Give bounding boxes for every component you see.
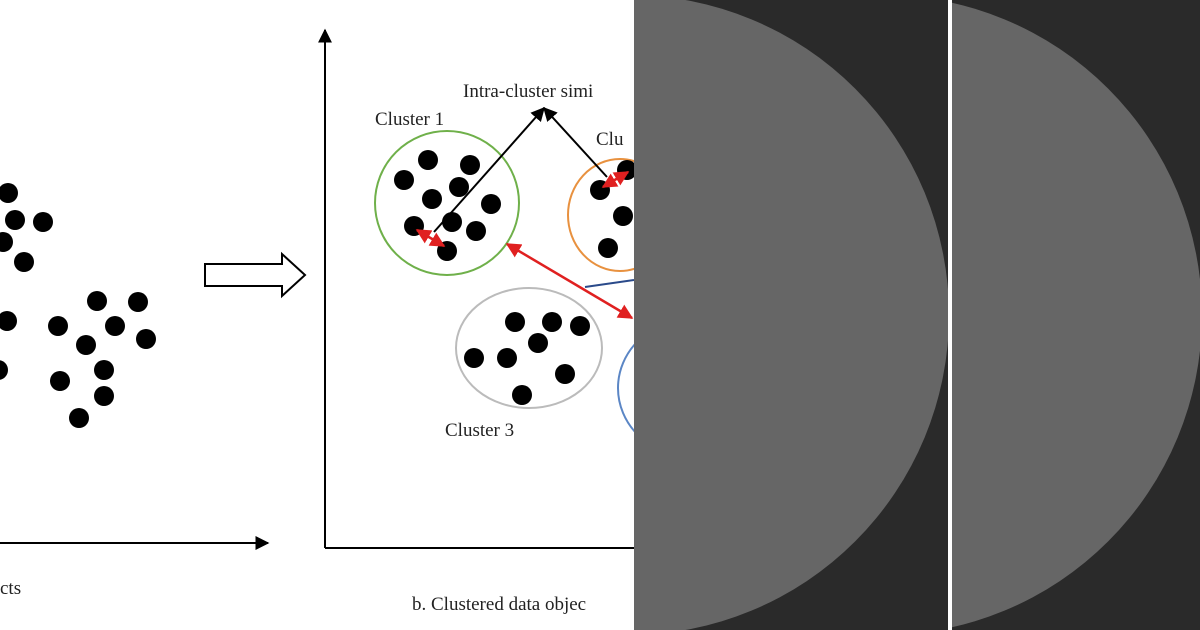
gray-disc-1 xyxy=(634,0,948,630)
intra-arrow-cluster-1 xyxy=(433,106,545,233)
dark-side-panels xyxy=(634,0,1200,630)
right-data-point xyxy=(460,155,480,175)
left-data-point xyxy=(94,386,114,406)
right-data-point xyxy=(555,364,575,384)
right-data-point xyxy=(505,312,525,332)
left-data-points xyxy=(0,183,156,428)
left-data-point xyxy=(105,316,125,336)
right-data-point xyxy=(449,177,469,197)
right-data-point xyxy=(464,348,484,368)
left-data-point xyxy=(5,210,25,230)
left-data-point xyxy=(0,232,13,252)
left-data-point xyxy=(0,360,8,380)
left-data-point xyxy=(48,316,68,336)
left-data-point xyxy=(94,360,114,380)
right-data-point xyxy=(528,333,548,353)
right-data-point xyxy=(542,312,562,332)
left-data-point xyxy=(0,183,18,203)
left-data-point xyxy=(136,329,156,349)
right-panel: Intra-cluster simi Cluster 1 Clu Cluster… xyxy=(318,28,634,615)
inter-cluster-arrow xyxy=(505,242,634,320)
intra-distance-cluster-2 xyxy=(601,170,630,189)
clustering-diagram: cts Intra-cluster simi Cluster 1 Clu xyxy=(0,28,634,615)
cluster-2-label: Clu xyxy=(596,129,624,150)
right-data-point xyxy=(570,316,590,336)
cluster-1-boundary xyxy=(374,130,520,276)
right-data-point xyxy=(598,238,618,258)
left-panel: cts xyxy=(0,183,270,599)
left-data-point xyxy=(69,408,89,428)
right-data-point xyxy=(442,212,462,232)
intra-arrow-cluster-2 xyxy=(543,106,608,178)
right-data-point xyxy=(613,206,633,226)
right-data-point xyxy=(497,348,517,368)
left-data-point xyxy=(0,311,17,331)
left-data-point xyxy=(87,291,107,311)
left-data-point xyxy=(76,335,96,355)
right-data-point xyxy=(466,221,486,241)
right-data-point xyxy=(590,180,610,200)
dark-panel-1 xyxy=(634,0,948,630)
annotation-intra-cluster: Intra-cluster simi xyxy=(463,81,593,102)
clustering-figure: cts Intra-cluster simi Cluster 1 Clu xyxy=(0,28,634,615)
left-caption: cts xyxy=(0,578,21,599)
right-data-point xyxy=(418,150,438,170)
cluster-link-line xyxy=(584,279,634,288)
right-data-point xyxy=(512,385,532,405)
dark-panel-2 xyxy=(952,0,1200,630)
right-data-point xyxy=(394,170,414,190)
panel-divider xyxy=(948,0,952,630)
left-data-point xyxy=(128,292,148,312)
left-data-point xyxy=(33,212,53,232)
left-data-point xyxy=(14,252,34,272)
intra-distance-cluster-1 xyxy=(415,228,446,248)
right-data-point xyxy=(481,194,501,214)
cluster-4-boundary xyxy=(617,343,634,433)
right-caption: b. Clustered data objec xyxy=(412,594,586,615)
cluster-3-label: Cluster 3 xyxy=(445,420,514,441)
gray-disc-2 xyxy=(952,0,1200,630)
left-data-point xyxy=(50,371,70,391)
transition-arrow xyxy=(204,251,307,299)
cluster-1-label: Cluster 1 xyxy=(375,109,444,130)
right-data-point xyxy=(422,189,442,209)
